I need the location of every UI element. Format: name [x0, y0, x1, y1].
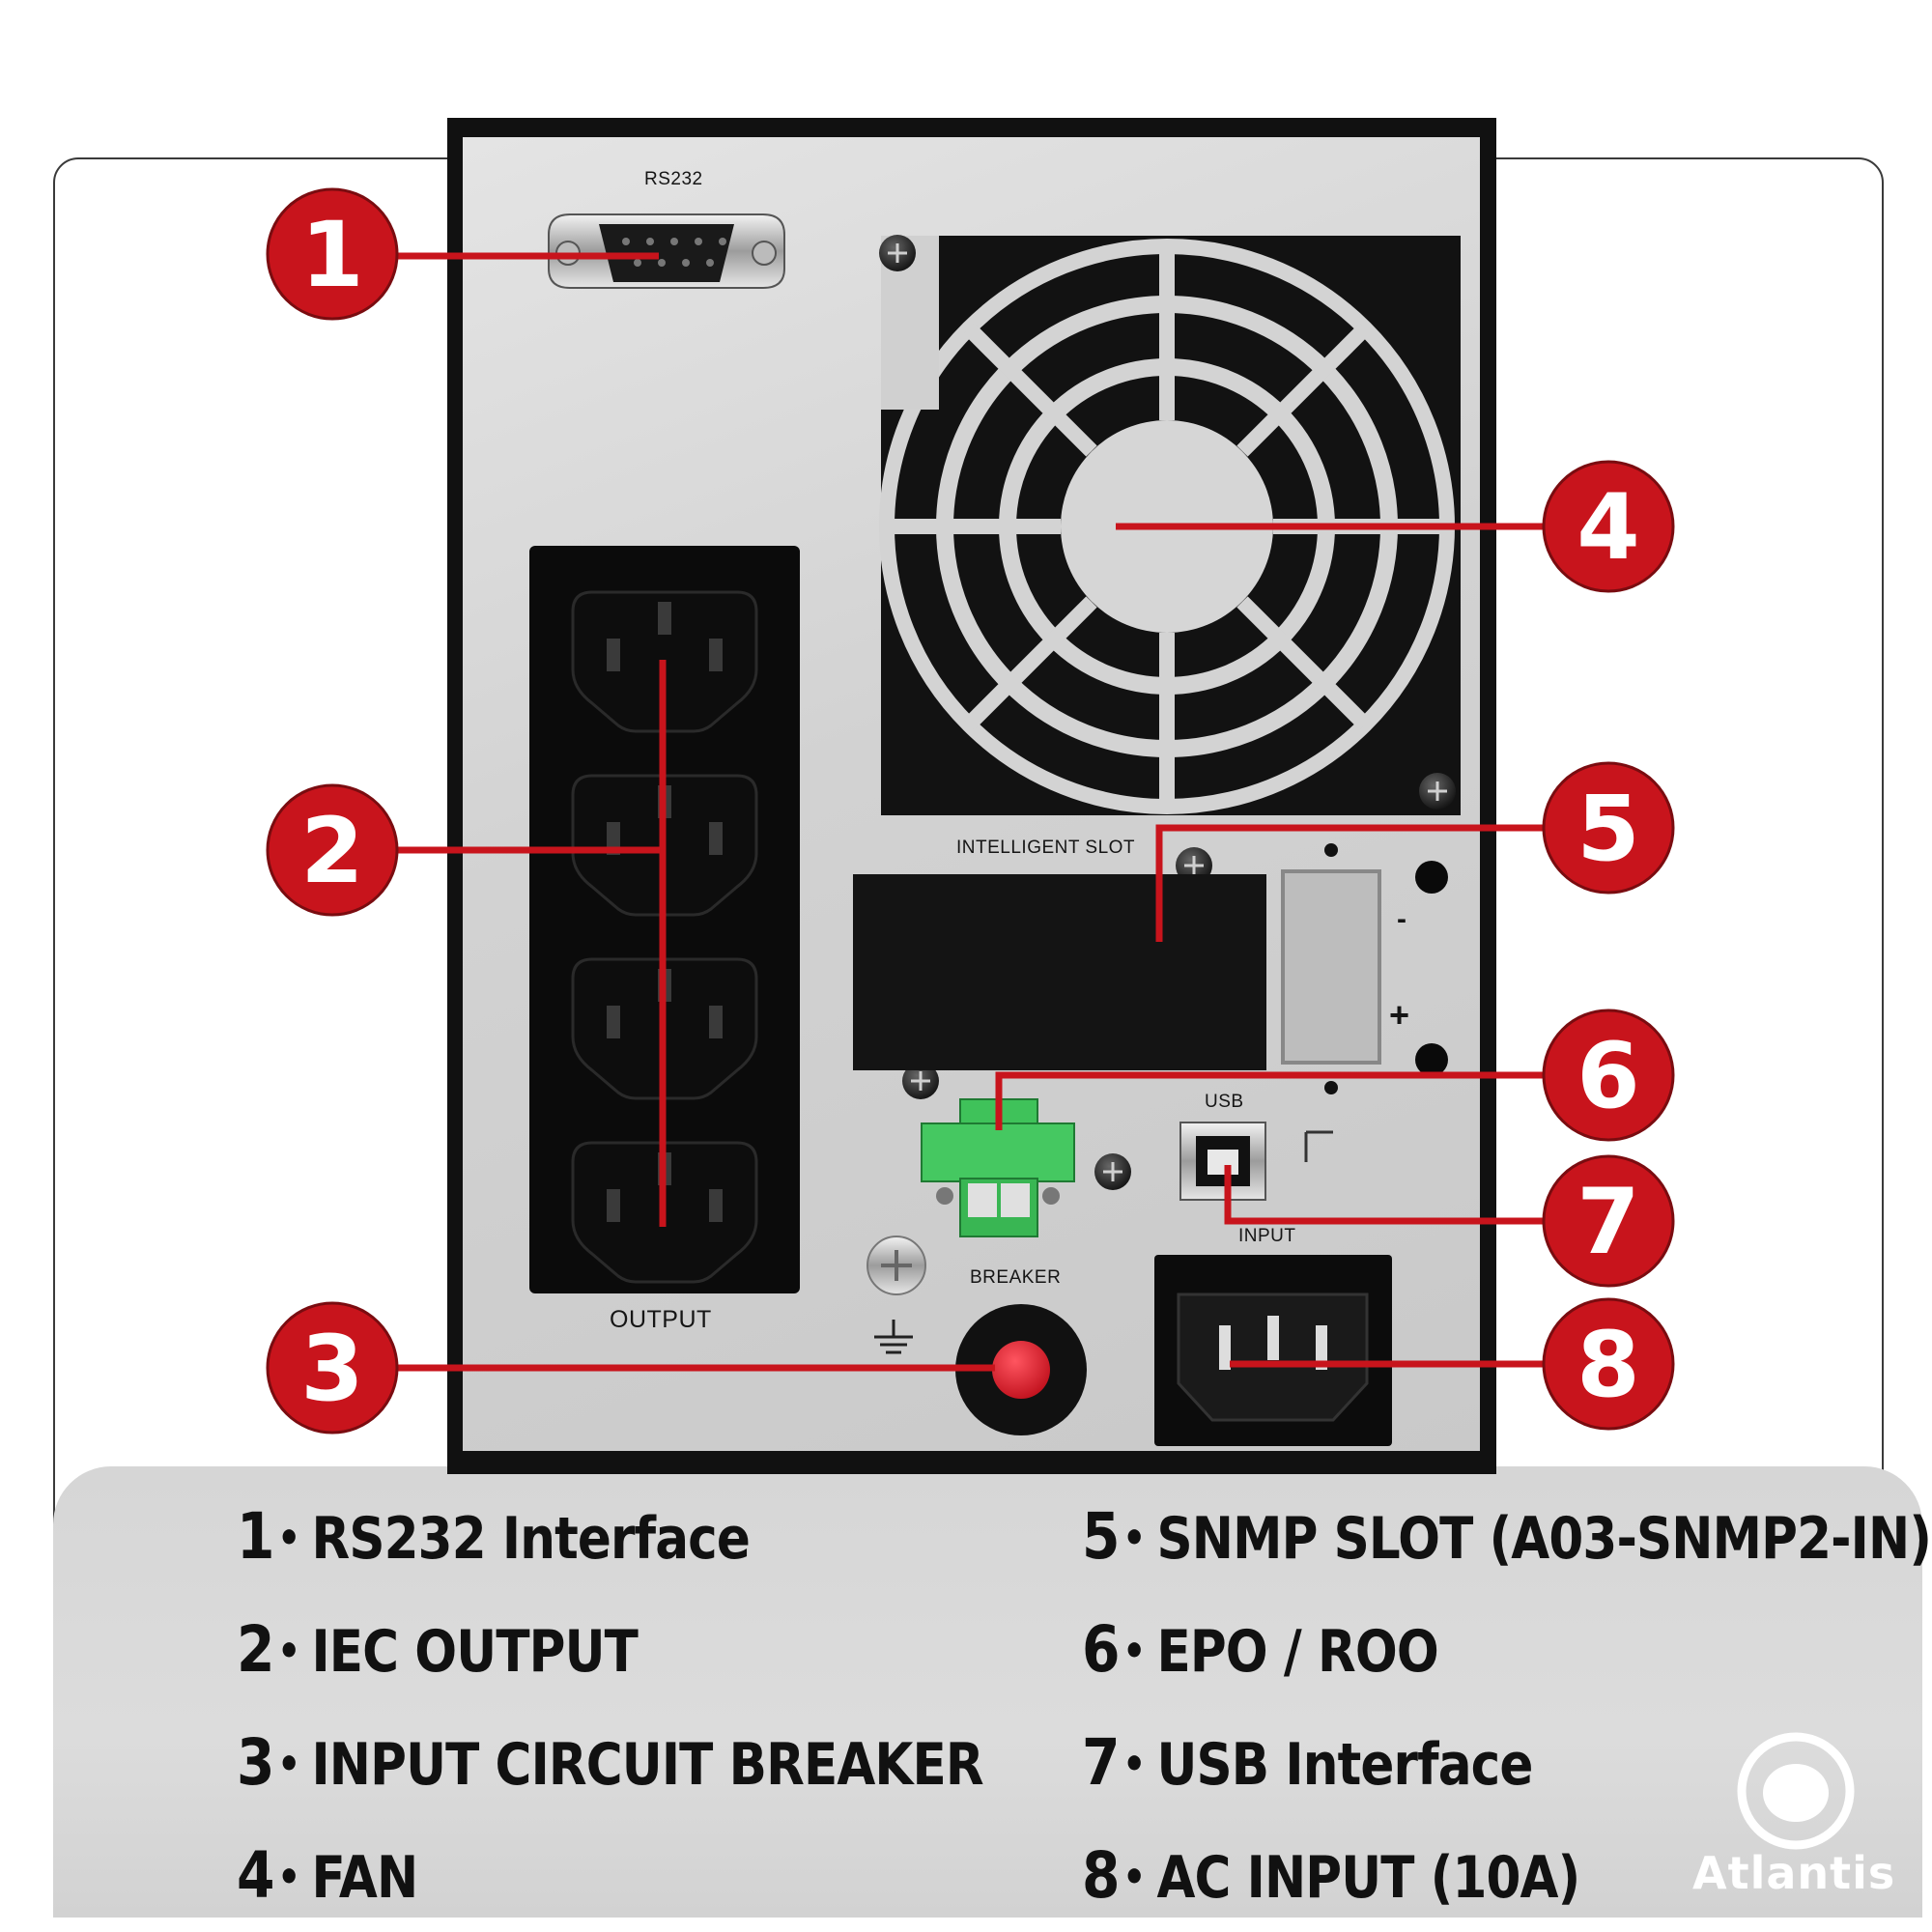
legend-panel — [53, 1466, 1922, 1918]
callout-badge-3: 3 — [266, 1301, 399, 1435]
rs232-label: RS232 — [644, 169, 703, 189]
callout-number-4: 4 — [1577, 475, 1639, 581]
legend-number: 5 — [1082, 1499, 1121, 1574]
callout-badge-6: 6 — [1542, 1009, 1675, 1142]
legend-text: RS232 Interface — [311, 1505, 751, 1573]
callout-number-7: 7 — [1577, 1170, 1639, 1275]
legend-text: INPUT CIRCUIT BREAKER — [311, 1731, 983, 1799]
intelligent-slot-label: INTELLIGENT SLOT — [956, 838, 1136, 858]
legend-number: 2 — [237, 1612, 275, 1687]
callout-number-5: 5 — [1577, 777, 1639, 882]
output-label: OUTPUT — [610, 1306, 712, 1333]
legend-text: IEC OUTPUT — [311, 1618, 639, 1686]
legend-item-6: 6•EPO / ROO — [1082, 1612, 1439, 1687]
legend-text: AC INPUT (10A) — [1156, 1844, 1580, 1912]
callout-badge-2: 2 — [266, 783, 399, 917]
legend-number: 6 — [1082, 1612, 1121, 1687]
callout-line-7 — [1224, 1165, 1550, 1225]
callout-badge-4: 4 — [1542, 460, 1675, 593]
callout-number-8: 8 — [1577, 1313, 1639, 1418]
callout-line-6 — [995, 1071, 1550, 1130]
legend-text: USB Interface — [1156, 1731, 1533, 1799]
callout-badge-7: 7 — [1542, 1154, 1675, 1288]
legend-number: 3 — [237, 1725, 275, 1800]
legend-text: EPO / ROO — [1156, 1618, 1438, 1686]
legend-item-4: 4•FAN — [237, 1838, 418, 1913]
callout-number-3: 3 — [300, 1317, 363, 1422]
brand-name: Atlantis — [1692, 1847, 1896, 1899]
minus-label: - — [1397, 903, 1407, 935]
atlantis-logo-icon — [1737, 1732, 1855, 1850]
callout-badge-5: 5 — [1542, 761, 1675, 895]
input-label: INPUT — [1238, 1226, 1296, 1246]
legend-text: SNMP SLOT (A03-SNMP2-IN) — [1156, 1505, 1932, 1573]
legend-item-5: 5•SNMP SLOT (A03-SNMP2-IN) — [1082, 1499, 1932, 1574]
legend-number: 4 — [237, 1838, 275, 1913]
legend-number: 7 — [1082, 1725, 1121, 1800]
usb-label: USB — [1205, 1092, 1244, 1112]
callout-line-5 — [1155, 824, 1550, 942]
legend-item-8: 8•AC INPUT (10A) — [1082, 1838, 1580, 1913]
legend-item-1: 1•RS232 Interface — [237, 1499, 751, 1574]
callout-number-6: 6 — [1577, 1024, 1639, 1129]
legend-number: 1 — [237, 1499, 275, 1574]
callout-badge-1: 1 — [266, 187, 399, 321]
legend-text: FAN — [311, 1844, 418, 1912]
legend-number: 8 — [1082, 1838, 1121, 1913]
legend-item-7: 7•USB Interface — [1082, 1725, 1533, 1800]
plus-label: + — [1389, 995, 1410, 1035]
legend-item-2: 2•IEC OUTPUT — [237, 1612, 639, 1687]
breaker-label: BREAKER — [970, 1267, 1062, 1288]
legend-item-3: 3•INPUT CIRCUIT BREAKER — [237, 1725, 984, 1800]
callout-number-2: 2 — [300, 799, 363, 904]
callout-number-1: 1 — [300, 203, 363, 308]
callout-badge-8: 8 — [1542, 1297, 1675, 1431]
